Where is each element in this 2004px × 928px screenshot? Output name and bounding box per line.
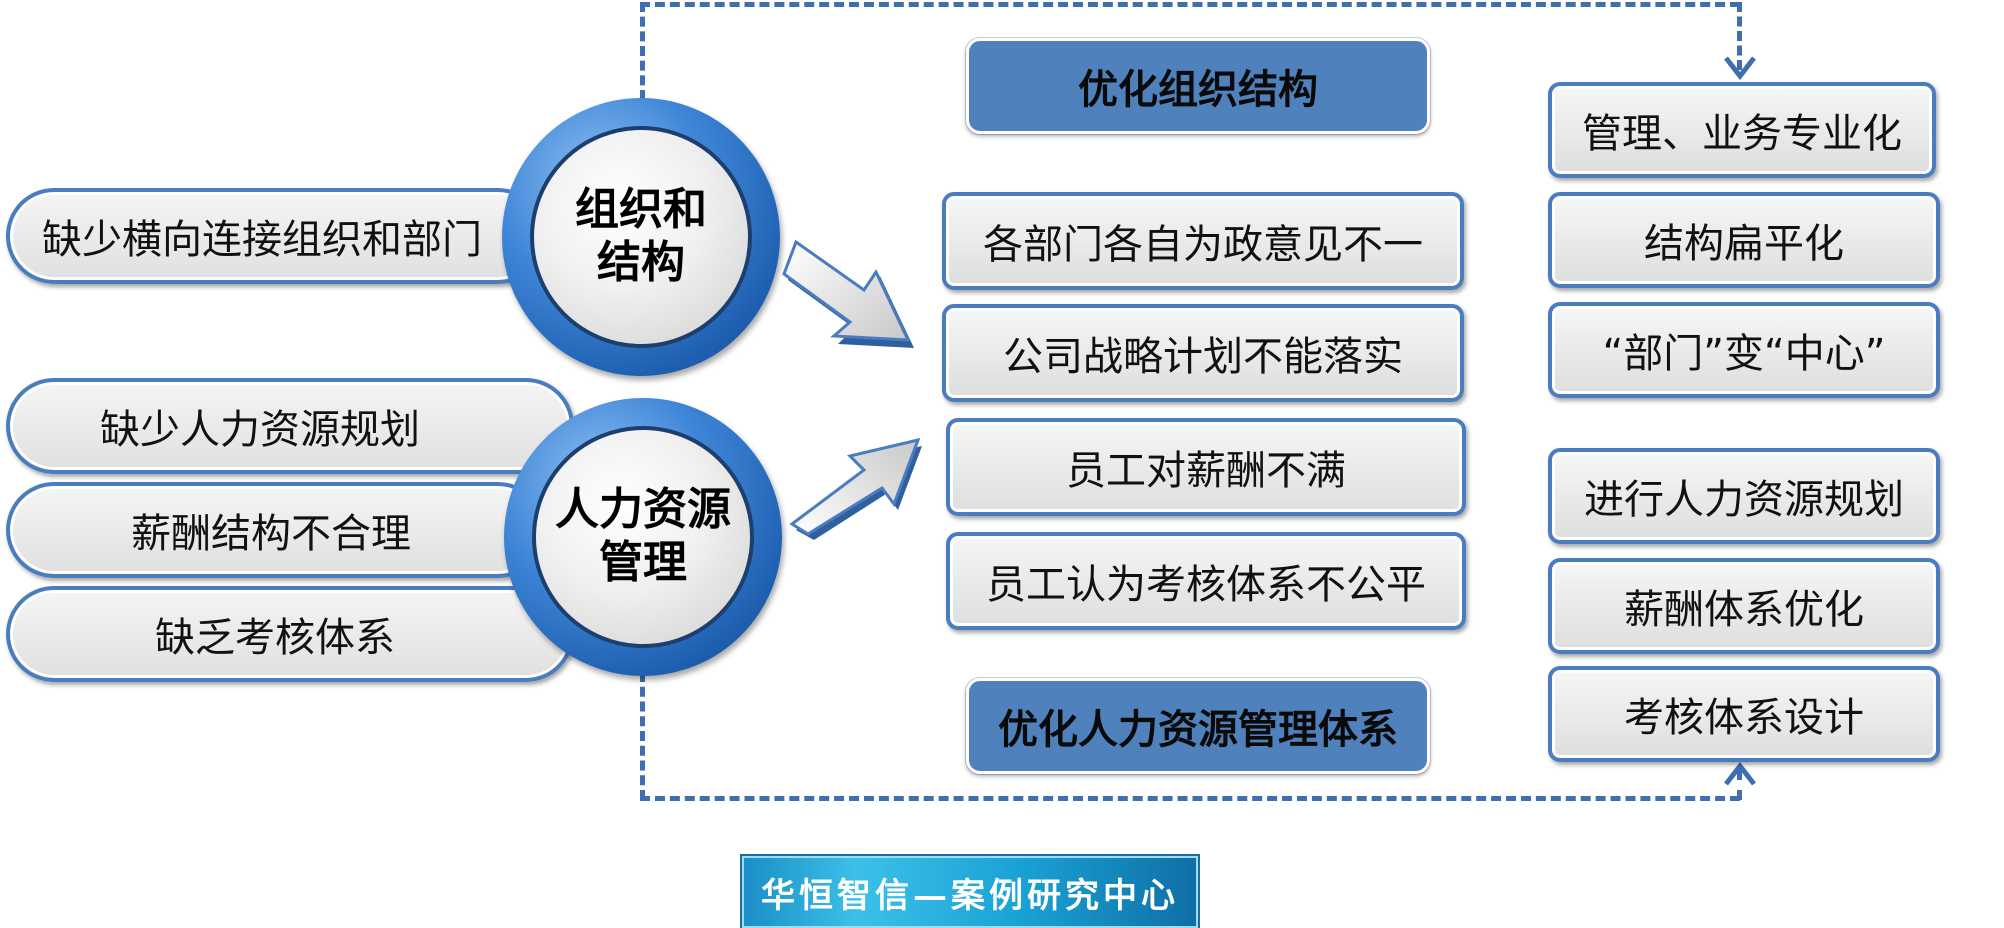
header-optimize-org: 优化组织结构 (966, 38, 1430, 134)
header-optimize-hr: 优化人力资源管理体系 (966, 678, 1430, 774)
arrow-hr-to-symptoms-icon (789, 437, 922, 540)
connector-bottom-arrowhead-icon (1724, 761, 1756, 786)
solution-org-2: “部门”变“中心” (1548, 302, 1940, 398)
solution-hr-1: 薪酬体系优化 (1548, 558, 1940, 654)
connector-bottom-vertical (640, 672, 645, 800)
arrow-org-to-symptoms-icon (782, 239, 914, 348)
problem-org-0: 缺少横向连接组织和部门 (6, 188, 546, 284)
solution-org-1: 结构扁平化 (1548, 192, 1940, 288)
connector-bottom-rise (1737, 770, 1742, 800)
hr-label-line2: 管理 (599, 537, 687, 588)
solution-hr-2: 考核体系设计 (1548, 666, 1940, 762)
symptom-1: 公司战略计划不能落实 (942, 304, 1464, 402)
symptom-3: 员工认为考核体系不公平 (946, 532, 1466, 630)
hr-management-circle-label: 人力资源 管理 (532, 426, 754, 648)
symptom-0: 各部门各自为政意见不一 (942, 192, 1464, 290)
connector-top-horizontal (640, 2, 1740, 7)
connector-bottom-horizontal (640, 796, 1740, 801)
solution-org-0: 管理、业务专业化 (1548, 82, 1936, 178)
problem-hr-2: 缺乏考核体系 (6, 586, 574, 682)
org-structure-circle: 组织和 结构 (502, 98, 780, 376)
footer-banner: 华恒智信—案例研究中心 (742, 856, 1198, 928)
symptom-2: 员工对薪酬不满 (946, 418, 1466, 516)
problem-hr-0: 缺少人力资源规划 (6, 378, 574, 474)
connector-top-arrowhead-icon (1724, 56, 1756, 81)
connector-top-drop (1737, 2, 1742, 70)
hr-label-line1: 人力资源 (555, 484, 731, 536)
problem-hr-1: 薪酬结构不合理 (6, 482, 546, 578)
org-label-line1: 组织和 (575, 184, 707, 236)
hr-management-circle: 人力资源 管理 (504, 398, 782, 676)
org-label-line2: 结构 (597, 237, 685, 288)
org-structure-circle-label: 组织和 结构 (530, 126, 752, 348)
connector-top-vertical (640, 2, 645, 100)
solution-hr-0: 进行人力资源规划 (1548, 448, 1940, 544)
